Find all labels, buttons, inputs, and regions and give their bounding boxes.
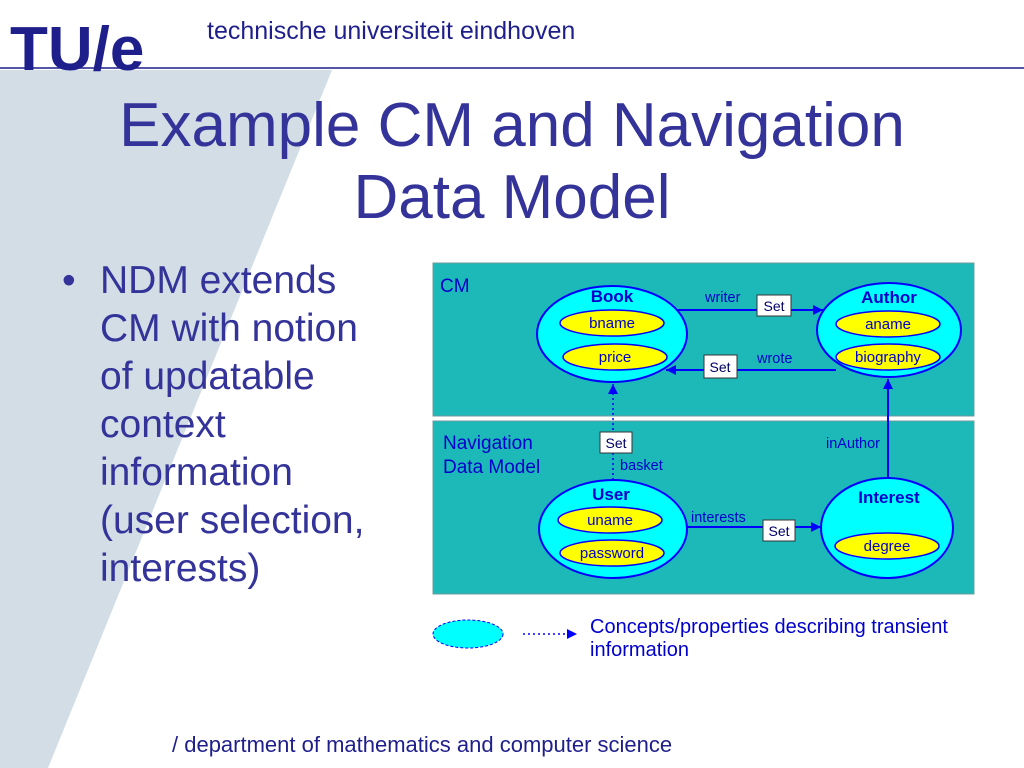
bullet-line: interests) xyxy=(100,547,260,590)
ndm-box-label-line-1: Navigation xyxy=(443,433,533,454)
set-label-interests: Set xyxy=(768,523,789,539)
relation-label-basket: basket xyxy=(620,458,663,474)
cm-box-label: CM xyxy=(440,276,470,297)
property-ellipse xyxy=(835,343,941,371)
set-label-basket: Set xyxy=(605,435,626,451)
property-label: password xyxy=(580,545,644,562)
bullet-line: context xyxy=(100,403,226,446)
bullet-line: of updatable xyxy=(100,355,315,398)
tue-logo: TU/e xyxy=(10,15,144,84)
legend-text-line-1: Concepts/properties describing transient xyxy=(590,616,948,638)
property-ellipse xyxy=(835,310,941,338)
concept-name: Author xyxy=(861,288,917,307)
ndm-box-label-line-2: Data Model xyxy=(443,457,540,478)
bullet-line: information xyxy=(100,451,293,494)
footer-department: / department of mathematics and computer… xyxy=(172,732,672,757)
legend-text-line-2: information xyxy=(590,639,689,661)
concept-author: Author aname biography xyxy=(816,282,962,378)
concept-name: User xyxy=(592,485,630,504)
property-label: aname xyxy=(865,316,911,333)
legend-transient-ellipse xyxy=(432,619,504,649)
university-name: technische universiteit eindhoven xyxy=(207,17,575,45)
legend: Concepts/properties describing transient… xyxy=(432,616,948,661)
property-label: price xyxy=(599,349,632,366)
property-ellipse xyxy=(562,343,668,371)
set-label-wrote: Set xyxy=(709,359,730,375)
bullet-line: CM with notion xyxy=(100,307,358,350)
concept-interest: Interest degree xyxy=(820,477,954,579)
relation-label-wrote: wrote xyxy=(756,351,792,367)
set-box-interests xyxy=(762,519,796,542)
set-box-wrote xyxy=(703,354,738,379)
cm-ndm-diagram: CM Navigation Data Model Book bname pric… xyxy=(432,262,975,595)
concept-name: Book xyxy=(591,287,634,306)
bullet-line: NDM extends xyxy=(100,259,336,302)
relation-label-interests: interests xyxy=(691,510,746,526)
concept-user: User uname password xyxy=(538,479,688,579)
property-ellipse xyxy=(559,309,665,337)
slide-title-line-2: Data Model xyxy=(353,163,670,232)
property-ellipse xyxy=(834,532,940,560)
property-label: uname xyxy=(587,512,633,529)
relation-label-writer: writer xyxy=(704,290,741,306)
set-box-writer xyxy=(756,294,792,317)
set-label-writer: Set xyxy=(763,298,784,314)
concept-name: Interest xyxy=(858,488,920,507)
property-ellipse xyxy=(557,506,663,534)
bullet-point: • NDM extends CM with notion of updatabl… xyxy=(62,259,364,590)
property-label: bname xyxy=(589,315,635,332)
property-label: biography xyxy=(855,349,921,366)
slide-title-line-1: Example CM and Navigation xyxy=(119,91,905,160)
property-ellipse xyxy=(559,539,665,567)
diagonal-band xyxy=(0,70,332,768)
property-label: degree xyxy=(864,538,911,555)
concept-book: Book bname price xyxy=(536,285,688,383)
bullet-line: (user selection, xyxy=(100,499,364,542)
bullet-dot: • xyxy=(62,259,76,302)
relation-label-inauthor: inAuthor xyxy=(826,436,880,452)
set-box-basket xyxy=(599,431,633,454)
